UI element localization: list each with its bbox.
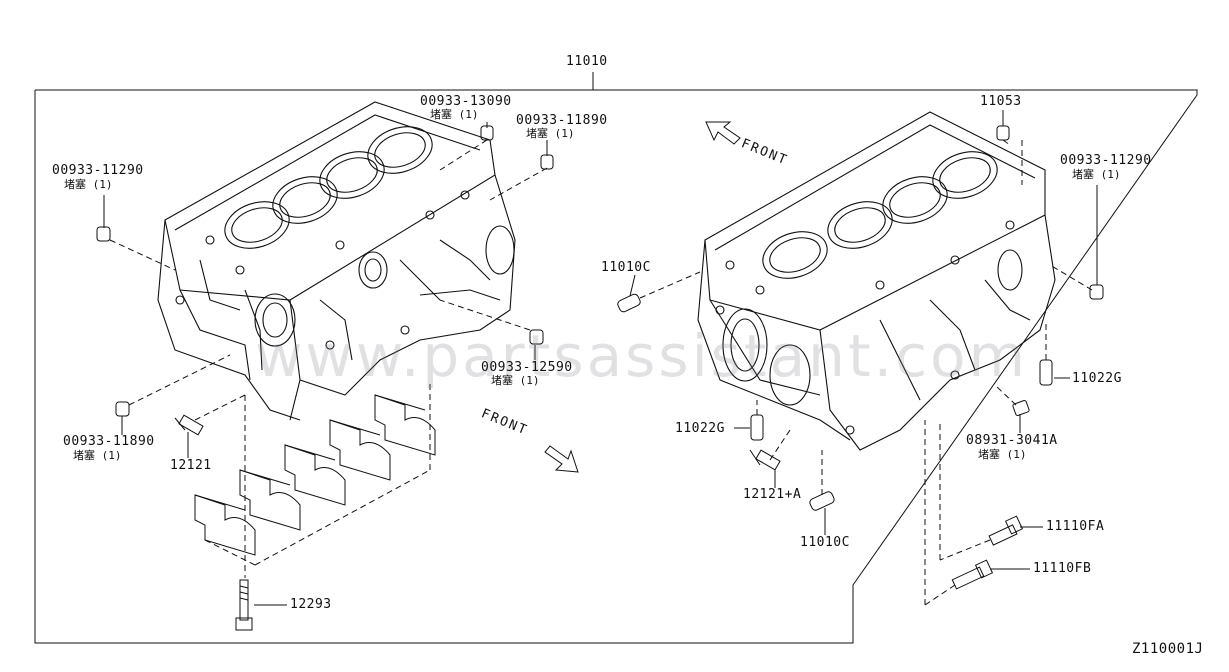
main-bearing-caps <box>194 394 436 556</box>
diagram-code: Z110001J <box>1132 641 1204 657</box>
callout-12121[interactable]: 12121 <box>170 458 212 473</box>
plug-00933-12590-drawing <box>529 329 544 345</box>
plug-11053-drawing <box>996 125 1010 141</box>
callout-11110FB[interactable]: 11110FB <box>1033 561 1092 576</box>
plug-00933-11290-right-drawing <box>1089 284 1104 300</box>
callout-00933-12590-sub: 堵塞 (1) <box>491 374 540 387</box>
callout-11022G-right[interactable]: 11022G <box>1072 371 1122 386</box>
callout-00933-11890-top-sub: 堵塞 (1) <box>526 127 575 140</box>
plug-08931-3041A-drawing <box>1012 400 1030 416</box>
callout-00933-11290-right-sub: 堵塞 (1) <box>1072 168 1121 181</box>
callout-00933-11890-bottom-sub: 堵塞 (1) <box>73 449 122 462</box>
callout-00933-11290-right[interactable]: 00933-11290 <box>1060 153 1152 168</box>
callout-11010C-bottom[interactable]: 11010C <box>800 535 850 550</box>
front-arrow-bottom-icon <box>544 445 579 473</box>
callout-00933-11290-left-sub: 堵塞 (1) <box>64 178 113 191</box>
callout-12121A[interactable]: 12121+A <box>743 487 802 502</box>
sensor-12121A-drawing <box>749 449 781 471</box>
callout-00933-13090[interactable]: 00933-13090 <box>420 94 512 109</box>
callout-11010C-top[interactable]: 11010C <box>601 260 651 275</box>
dowel-11010C-top-drawing <box>617 293 641 313</box>
assembly-frame <box>34 72 1198 644</box>
callout-11022G-left[interactable]: 11022G <box>675 421 725 436</box>
label-leaders <box>103 110 1098 606</box>
plug-00933-11890-bottom-drawing <box>115 401 130 417</box>
front-arrow-top-icon <box>705 121 741 145</box>
dowel-11022G-right-drawing <box>1039 359 1053 386</box>
plug-00933-11290-left-drawing <box>96 226 111 242</box>
plug-00933-11890-top-drawing <box>540 154 554 170</box>
dowel-11010C-bottom-drawing <box>809 491 835 511</box>
assembly-number[interactable]: 11010 <box>566 54 608 69</box>
leader-lines <box>109 139 1093 606</box>
callout-00933-11890-bottom[interactable]: 00933-11890 <box>63 434 155 449</box>
sensor-12121-drawing <box>174 414 204 436</box>
callout-08931-3041A-sub: 堵塞 (1) <box>978 448 1027 461</box>
bolt-11110FA-drawing <box>988 515 1024 546</box>
callout-12293[interactable]: 12293 <box>290 597 332 612</box>
callout-00933-11290-left[interactable]: 00933-11290 <box>52 163 144 178</box>
callout-00933-11890-top[interactable]: 00933-11890 <box>516 113 608 128</box>
callout-11110FA[interactable]: 11110FA <box>1046 519 1105 534</box>
callout-11053[interactable]: 11053 <box>980 94 1022 109</box>
bolt-12293-drawing <box>235 579 253 631</box>
left-cylinder-block-drawing <box>157 101 516 421</box>
dowel-11022G-left-drawing <box>750 414 764 441</box>
right-cylinder-block-drawing <box>697 111 1056 451</box>
callout-00933-12590[interactable]: 00933-12590 <box>481 360 573 375</box>
callout-08931-3041A[interactable]: 08931-3041A <box>966 433 1058 448</box>
callout-00933-13090-sub: 堵塞 (1) <box>430 108 479 121</box>
bolt-11110FB-drawing <box>951 559 994 590</box>
watermark-text: www.partsassistant.com <box>255 322 1028 390</box>
